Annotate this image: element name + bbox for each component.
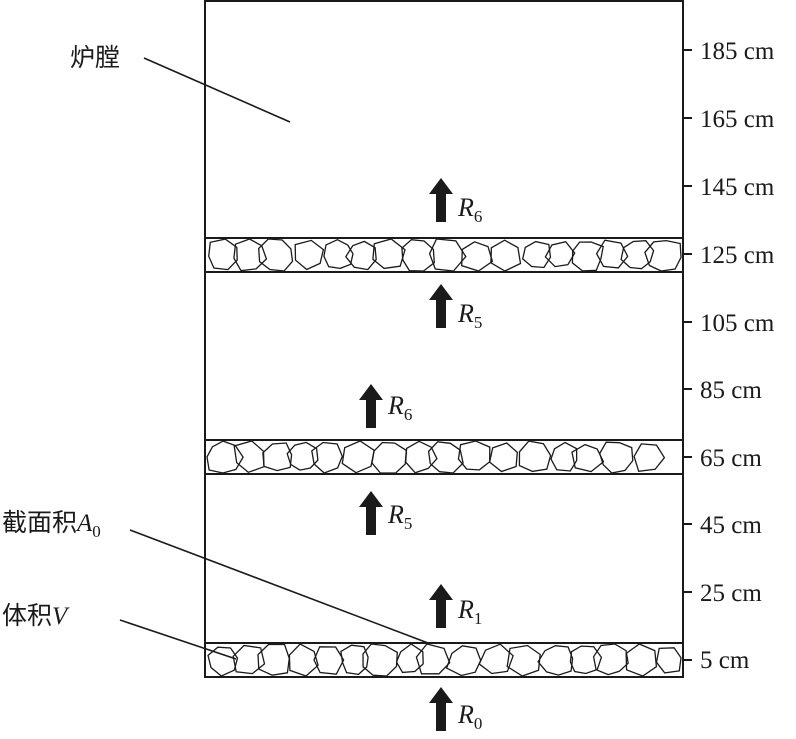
up-arrow-icon: [429, 687, 453, 731]
bed-particle: [571, 241, 604, 272]
scale-tick-label: 85 cm: [700, 377, 762, 404]
bed-particle: [592, 643, 629, 676]
bed-particle: [571, 443, 605, 473]
bed-particle: [488, 442, 518, 473]
bed-particle: [550, 441, 578, 472]
bed-particle: [625, 643, 658, 677]
up-arrow-icon: [429, 584, 453, 628]
bed-particle: [362, 643, 398, 677]
bed-particle: [506, 644, 541, 677]
flow-arrow: R6: [429, 178, 482, 226]
bed-particle: [311, 441, 344, 474]
bed-particle: [595, 239, 629, 269]
cross-section-label: 截面积A0: [2, 509, 101, 541]
bed-particle: [313, 646, 345, 675]
scale-tick-label: 125 cm: [700, 242, 775, 269]
flow-arrow: R5: [429, 284, 482, 332]
bed-particle: [478, 643, 514, 675]
scale-tick-label: 145 cm: [700, 174, 775, 201]
bed-particle: [258, 238, 294, 272]
packed-bed-layer: [204, 439, 684, 475]
cross-section-leader-line: [129, 529, 429, 644]
scale-tick-label: 65 cm: [700, 445, 762, 472]
bed-particle: [232, 644, 266, 675]
bed-particle: [323, 238, 354, 270]
furnace-body: [204, 0, 684, 678]
flow-arrow-label: R6: [387, 391, 412, 424]
flow-arrow: R0: [429, 687, 482, 733]
bed-particle: [620, 240, 655, 270]
up-arrow-icon: [429, 284, 453, 328]
scale-tick-label: 185 cm: [700, 38, 775, 65]
bed-particle: [288, 643, 319, 677]
bed-particle: [262, 442, 293, 472]
volume-leader-line: [119, 619, 237, 660]
up-arrow-icon: [359, 491, 383, 535]
bed-particle: [372, 238, 406, 270]
up-arrow-icon: [359, 384, 383, 428]
bed-particle: [518, 440, 552, 473]
scale-tick-label: 165 cm: [700, 106, 775, 133]
up-arrow-icon: [429, 178, 453, 222]
bed-particle: [633, 443, 666, 473]
flow-arrow-label: R5: [387, 500, 412, 533]
bed-particle: [490, 239, 522, 272]
bed-particle: [427, 441, 464, 474]
height-scale: 185 cm 165 cm 145 cm 125 cm 105 cm 85 cm…: [683, 38, 775, 674]
bed-particle: [428, 238, 467, 272]
flow-arrow-label: R6: [457, 193, 482, 226]
bed-particle: [405, 440, 438, 474]
bed-particle: [340, 644, 369, 676]
bed-particle: [207, 646, 239, 677]
bed-particle: [598, 441, 634, 474]
bed-particle: [537, 645, 574, 676]
furnace-label: 炉膛: [70, 44, 120, 72]
bed-particle: [286, 441, 319, 471]
bed-particle: [655, 647, 682, 674]
furnace-leader-line: [143, 57, 291, 123]
scale-tick-label: 45 cm: [700, 512, 762, 539]
flow-arrow: R6: [359, 384, 412, 428]
bed-particle: [395, 643, 424, 674]
flow-arrow-label: R5: [457, 299, 482, 332]
scale-tick-label: 5 cm: [700, 647, 750, 674]
flow-arrow-label: R0: [457, 700, 482, 733]
packed-bed-layer: [204, 642, 684, 678]
bed-particle: [401, 239, 435, 272]
bed-particle: [206, 440, 244, 474]
bed-particle: [294, 239, 325, 271]
bed-particle: [233, 238, 268, 272]
volume-label: 体积V: [2, 602, 70, 630]
scale-tick-label: 25 cm: [700, 580, 762, 607]
scale-tick-label: 105 cm: [700, 310, 775, 337]
bed-particle: [341, 440, 375, 474]
bed-particle: [257, 643, 290, 676]
bed-particle: [521, 240, 552, 269]
bed-particle: [415, 643, 451, 675]
flow-arrow-label: R1: [457, 595, 482, 628]
flow-arrow: R1: [429, 584, 482, 628]
bed-particle: [461, 241, 494, 272]
flow-arrow: R5: [359, 491, 412, 535]
bed-particle: [569, 645, 603, 675]
bed-particle: [233, 440, 265, 474]
bed-particle: [445, 645, 482, 677]
bed-particle: [345, 240, 377, 271]
packed-bed-layer: [204, 237, 684, 273]
bed-particle: [644, 239, 682, 272]
bed-particle: [544, 240, 576, 268]
